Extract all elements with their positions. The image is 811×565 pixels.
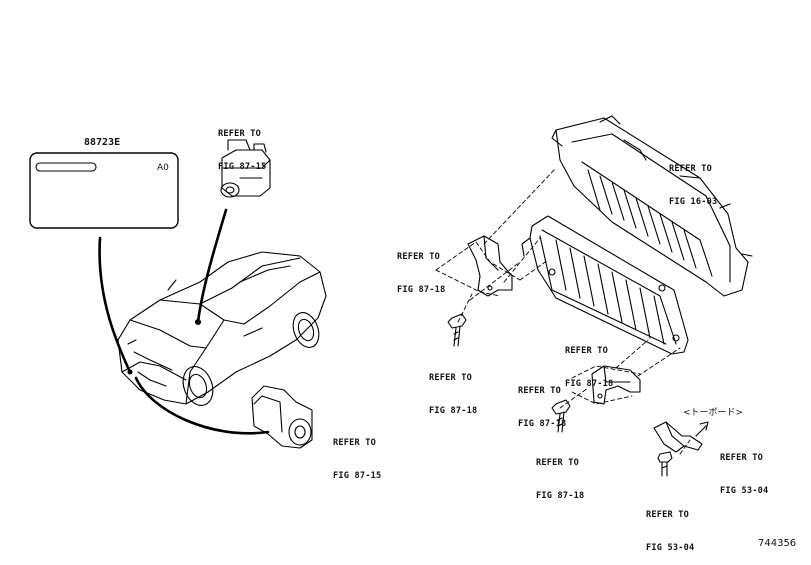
- callout-prefix: REFER TO: [429, 373, 472, 383]
- callout-fig: FIG 87-18: [565, 379, 614, 389]
- callout-prefix: REFER TO: [218, 129, 261, 139]
- callout-prefix: REFER TO: [565, 346, 608, 356]
- callout-small-bolt[interactable]: REFER TO FIG 53-04: [646, 488, 694, 565]
- callout-prefix: REFER TO: [536, 458, 579, 468]
- arrow-up-icon: [695, 421, 709, 437]
- callout-fig: FIG 53-04: [720, 486, 769, 496]
- label-code: A0: [157, 163, 169, 173]
- caution-label-plate[interactable]: [29, 152, 179, 229]
- callout-prefix: REFER TO: [669, 164, 712, 174]
- callout-fig: FIG 87-15: [333, 471, 382, 481]
- callout-condenser[interactable]: REFER TO FIG 87-18: [565, 324, 613, 401]
- bolt-small[interactable]: [657, 451, 673, 477]
- callout-bracket-lower[interactable]: REFER TO FIG 87-18: [518, 364, 566, 441]
- callout-prefix: REFER TO: [646, 510, 689, 520]
- radiator[interactable]: [551, 115, 753, 297]
- assembly-guide-lines: [435, 167, 691, 455]
- sensor-top[interactable]: [220, 139, 271, 198]
- callout-fig: FIG 53-04: [646, 543, 695, 553]
- condenser[interactable]: [521, 215, 689, 355]
- callout-fig: FIG 87-18: [429, 406, 478, 416]
- part-number-label: 88723E: [84, 137, 121, 148]
- callout-prefix: REFER TO: [518, 386, 561, 396]
- callout-prefix: REFER TO: [720, 453, 763, 463]
- toe-board-note: <トーボード>: [683, 408, 744, 418]
- callout-prefix: REFER TO: [333, 438, 376, 448]
- bolt-lower[interactable]: [551, 399, 571, 433]
- callout-prefix: REFER TO: [397, 252, 440, 262]
- callout-sensor-top[interactable]: REFER TO FIG 87-15: [218, 107, 266, 184]
- callout-bolt-lower[interactable]: REFER TO FIG 87-18: [536, 436, 584, 513]
- callout-fig: FIG 87-18: [518, 419, 567, 429]
- bracket-small[interactable]: [653, 421, 703, 453]
- figure-number: 744356: [758, 538, 797, 549]
- callout-fig: FIG 87-18: [536, 491, 585, 501]
- callout-bolt-upper[interactable]: REFER TO FIG 87-18: [429, 351, 477, 428]
- bracket-upper[interactable]: [467, 235, 513, 297]
- callout-radiator[interactable]: REFER TO FIG 16-03: [669, 142, 717, 219]
- callout-fig: FIG 16-03: [669, 197, 718, 207]
- callout-bracket-upper[interactable]: REFER TO FIG 87-18: [397, 230, 445, 307]
- leader-lines-vehicle: [98, 208, 270, 435]
- callout-fig: FIG 87-15: [218, 162, 267, 172]
- callout-sensor-bottom[interactable]: REFER TO FIG 87-15: [333, 416, 381, 493]
- callout-fig: FIG 87-18: [397, 285, 446, 295]
- vehicle-illustration: [117, 251, 327, 406]
- bolt-upper[interactable]: [447, 313, 467, 347]
- bracket-lower[interactable]: [591, 365, 641, 405]
- sensor-bottom[interactable]: [251, 385, 313, 449]
- callout-small-bracket[interactable]: REFER TO FIG 53-04: [720, 431, 768, 508]
